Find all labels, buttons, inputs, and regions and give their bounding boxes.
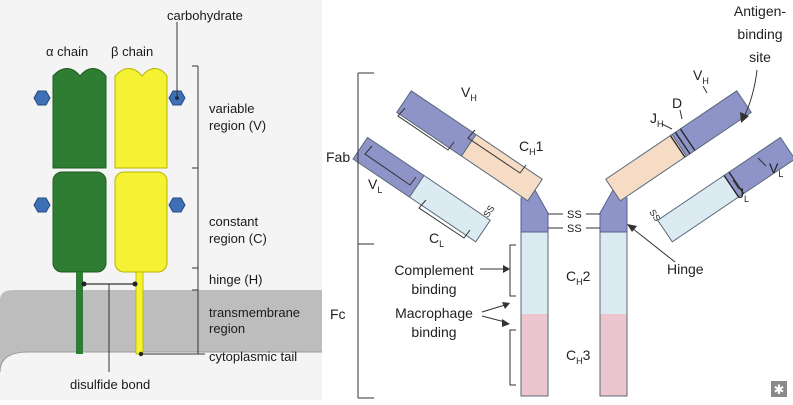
macrophage-arrow-2 [481, 315, 506, 323]
ch1-domain-left [460, 133, 543, 202]
complement-arrowhead [503, 265, 510, 273]
jl-right-label: JL [737, 185, 749, 204]
alpha-chain-transmembrane [76, 272, 83, 354]
ch1-left-bracket [467, 129, 527, 174]
constant-region-label-line2: region (C) [209, 231, 267, 246]
alpha-chain-label: α chain [46, 44, 88, 59]
hinge-arrowhead [627, 224, 637, 232]
jh-right-label: JH [650, 110, 664, 129]
jl-segment-line [723, 175, 740, 198]
vh-domain-right [671, 90, 752, 157]
beta-chain-constant-domain [114, 171, 168, 273]
membrane-inner-edge [0, 351, 322, 373]
ss-label-upper: SS [567, 209, 582, 221]
jh-right-leader [661, 123, 673, 130]
transmembrane-label-line1: transmembrane [209, 305, 300, 320]
left-panel: disulfide bond carbohydrate α chain β ch… [0, 0, 322, 400]
region-bracket [143, 65, 205, 355]
antigen-binding-site-line1: Antigen- [734, 3, 786, 19]
macrophage-binding-line2: binding [411, 324, 456, 340]
disulfide-bond-label: disulfide bond [70, 377, 150, 392]
vh-right-leader [702, 85, 708, 94]
carbohydrate-icon [168, 197, 186, 213]
vl-domain-left [352, 136, 425, 198]
ch2-label: CH2 [566, 268, 591, 287]
d-segment-leader [679, 109, 683, 120]
ss-label-lower: SS [567, 223, 582, 235]
beta-chain-label: β chain [111, 44, 153, 59]
hinge-arrow [631, 227, 676, 263]
alpha-chain-constant-domain [52, 171, 107, 273]
ch3-domain-right [600, 314, 627, 396]
macrophage-binding-line1: Macrophage [395, 305, 473, 321]
vh-right-label: VH [693, 67, 709, 86]
ch2-domain-left [521, 232, 548, 314]
ch1-left-label: CH1 [519, 138, 544, 157]
right-panel: SS SS SS SS Fab Fc VH CH1 VL CL CH2 CH3 … [326, 3, 793, 399]
d-segment-label: D [672, 95, 682, 111]
macrophage-arrowhead-2 [502, 319, 510, 327]
variable-region-label-line1: variable [209, 101, 255, 116]
heavy-chain-arm-right [605, 90, 752, 202]
disulfide-dot-left [81, 281, 87, 287]
vl-domain-right [723, 136, 793, 198]
vh-left-bracket [397, 107, 455, 151]
cytoplasmic-tail-label: cytoplasmic tail [209, 349, 297, 364]
expand-icon[interactable] [771, 381, 787, 397]
antigen-binding-site-line3: site [749, 49, 771, 65]
ch2-bracket [509, 244, 516, 297]
vl-right-leader [757, 157, 767, 167]
d-segment-line [674, 131, 691, 155]
ch3-label: CH3 [566, 347, 591, 366]
disulfide-dot-right [132, 281, 138, 287]
fab-fc-bracket [357, 72, 374, 399]
light-chain-right [657, 136, 793, 243]
carbohydrate-icon [33, 90, 51, 106]
cl-domain-left [408, 174, 491, 243]
constant-region-label-line1: constant [209, 214, 259, 229]
cl-left-label: CL [429, 230, 444, 249]
asterisk-glyph: ✱ [774, 382, 785, 397]
vh-domain-left [396, 90, 477, 157]
fab-label: Fab [326, 149, 350, 165]
complement-binding-line1: Complement [394, 262, 473, 278]
ch3-domain-left [521, 314, 548, 396]
hinge-region-label: hinge (H) [209, 272, 262, 287]
jh-segment-line [669, 135, 686, 158]
heavy-chain-arm-left [396, 90, 543, 202]
antigen-binding-arrowhead [740, 112, 749, 123]
jl-right-leader [732, 179, 740, 190]
macrophage-arrowhead-1 [502, 302, 510, 309]
fc-label: Fc [330, 306, 346, 322]
variable-region-label-line2: region (V) [209, 118, 266, 133]
alpha-chain-variable-domain [52, 68, 107, 169]
antigen-binding-site-line2: binding [737, 26, 782, 42]
carbohydrate-label: carbohydrate [167, 8, 243, 23]
vl-left-bracket [364, 145, 417, 186]
ch1-domain-right [605, 133, 688, 202]
cl-left-bracket [418, 199, 471, 239]
complement-binding-line2: binding [411, 281, 456, 297]
macrophage-arrow-1 [481, 304, 506, 313]
carbohydrate-icon [33, 197, 51, 213]
cytoplasmic-tail-dot [138, 351, 144, 357]
vl-right-label: VL [769, 160, 783, 179]
jl-segment-line [728, 171, 745, 195]
hinge-label: Hinge [667, 261, 704, 277]
vh-left-label: VH [461, 84, 477, 103]
antigen-binding-arrow [743, 69, 758, 118]
ch3-bracket [509, 329, 516, 386]
transmembrane-label-line2: region [209, 321, 245, 336]
vl-left-label: VL [368, 176, 382, 195]
ch2-domain-right [600, 232, 627, 314]
d-segment-line [679, 128, 696, 151]
beta-chain-variable-domain [114, 68, 168, 169]
cl-domain-right [657, 174, 740, 243]
